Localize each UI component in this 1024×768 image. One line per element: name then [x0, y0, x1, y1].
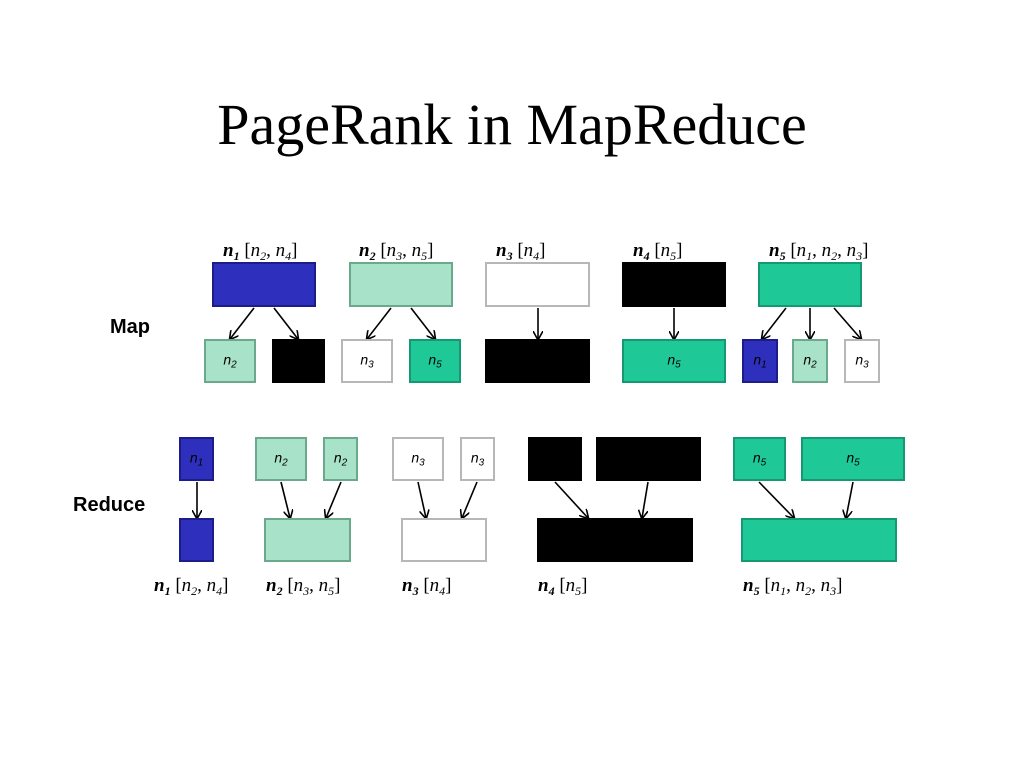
flow-arrow: [417, 481, 426, 518]
reduce-input-8: n5: [801, 437, 905, 481]
map-output-0: n2: [204, 339, 256, 383]
reduce-output-n2: [264, 518, 351, 562]
reduce-input-6: [596, 437, 701, 481]
reduce-input-5: [528, 437, 582, 481]
flow-arrow: [833, 307, 861, 339]
flow-arrow: [642, 481, 649, 518]
map-output-2: n3: [341, 339, 393, 383]
map-output-8: n3: [844, 339, 880, 383]
box-label: n3: [855, 351, 869, 371]
map-output-7: n2: [792, 339, 828, 383]
reduce-input-0: n1: [179, 437, 214, 481]
reduce-input-7: n5: [733, 437, 786, 481]
box-label: n3: [360, 351, 374, 371]
flow-arrow: [554, 481, 588, 518]
map-output-1: [272, 339, 325, 383]
flow-arrow: [410, 307, 435, 339]
reduce-node-label-n4: n4 [n5]: [538, 575, 588, 598]
map-output-4: [485, 339, 590, 383]
box-label: n1: [189, 449, 204, 469]
reduce-output-n5: [741, 518, 897, 562]
map-phase-label: Map: [110, 316, 150, 338]
flow-arrow: [762, 307, 787, 339]
map-input-n3: [485, 262, 590, 307]
flow-arrow: [846, 481, 854, 518]
reduce-output-n1: [179, 518, 214, 562]
box-label: n5: [846, 449, 860, 469]
flow-arrow: [326, 481, 342, 518]
reduce-input-2: n2: [323, 437, 358, 481]
reduce-input-1: n2: [255, 437, 307, 481]
map-input-n5: [758, 262, 862, 307]
box-label: n2: [274, 449, 288, 469]
map-output-3: n5: [409, 339, 461, 383]
map-input-n4: [622, 262, 726, 307]
box-label: n5: [428, 351, 442, 371]
map-node-label-n1: n1 [n2, n4]: [223, 240, 298, 263]
reduce-node-label-n2: n2 [n3, n5]: [266, 575, 341, 598]
box-label: n2: [803, 351, 817, 371]
reduce-node-label-n5: n5 [n1, n2, n3]: [743, 575, 843, 598]
flow-arrow: [758, 481, 794, 518]
flow-arrow: [280, 481, 290, 518]
flow-arrow: [462, 481, 478, 518]
box-label: n1: [753, 351, 767, 371]
map-node-label-n3: n3 [n4]: [496, 240, 546, 263]
box-label: n3: [411, 449, 425, 469]
box-label: n3: [470, 449, 485, 469]
map-output-6: n1: [742, 339, 778, 383]
reduce-input-4: n3: [460, 437, 495, 481]
box-label: n2: [223, 351, 237, 371]
reduce-input-3: n3: [392, 437, 444, 481]
reduce-phase-label: Reduce: [73, 494, 146, 516]
reduce-output-n3: [401, 518, 487, 562]
flow-arrow: [273, 307, 298, 339]
map-input-n2: [349, 262, 453, 307]
map-input-n1: [212, 262, 316, 307]
map-output-5: n5: [622, 339, 726, 383]
map-node-label-n4: n4 [n5]: [633, 240, 683, 263]
map-node-label-n5: n5 [n1, n2, n3]: [769, 240, 869, 263]
map-node-label-n2: n2 [n3, n5]: [359, 240, 434, 263]
flow-arrow: [367, 307, 392, 339]
reduce-node-label-n1: n1 [n2, n4]: [154, 575, 229, 598]
reduce-output-n4: [537, 518, 693, 562]
reduce-node-label-n3: n3 [n4]: [402, 575, 452, 598]
box-label: n5: [752, 449, 767, 469]
flow-arrow: [230, 307, 255, 339]
box-label: n2: [333, 449, 348, 469]
box-label: n5: [667, 351, 681, 371]
slide-title: PageRank in MapReduce: [217, 92, 807, 157]
